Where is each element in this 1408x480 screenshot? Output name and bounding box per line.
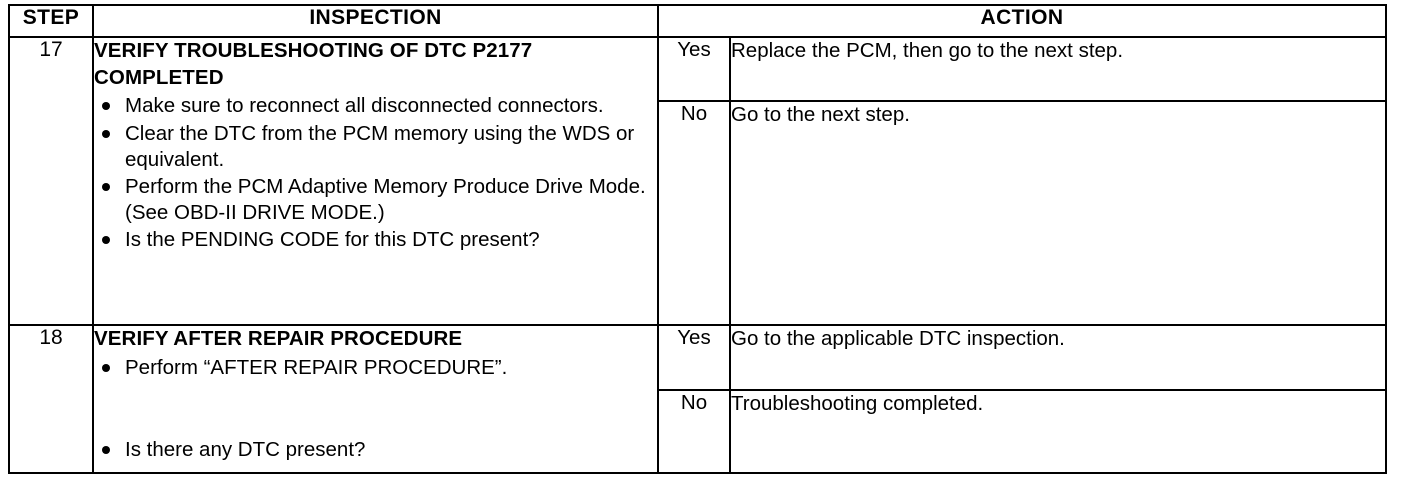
bullet-icon xyxy=(102,445,110,454)
result-label-18-yes: Yes xyxy=(657,324,731,391)
list-item-text: Is there any DTC present? xyxy=(125,437,366,461)
inspection-title-18: VERIFY AFTER REPAIR PROCEDURE xyxy=(94,327,463,350)
table-row: No Troubleshooting completed. xyxy=(9,389,1387,474)
list-item-text: Clear the DTC from the PCM memory using … xyxy=(125,121,635,171)
action-text-18-no: Troubleshooting completed. xyxy=(729,389,1387,474)
table-row: 17 VERIFY TROUBLESHOOTING OF DTC P2177 C… xyxy=(8,36,1387,326)
result-label-18-no: No xyxy=(657,389,731,474)
inspection-title-17: VERIFY TROUBLESHOOTING OF DTC P2177 COMP… xyxy=(94,39,533,89)
bullet-icon xyxy=(102,129,110,138)
table-header-row: STEP INSPECTION ACTION xyxy=(8,4,1387,38)
inspection-bullet-list-17: Make sure to reconnect all disconnected … xyxy=(94,93,657,253)
bullet-icon xyxy=(102,363,110,372)
troubleshooting-table: STEP INSPECTION ACTION 17 VERIFY TROUBLE… xyxy=(8,4,1387,474)
inspection-note-17: (See OBD-II DRIVE MODE.) xyxy=(125,201,385,225)
inspection-cell-18: VERIFY AFTER REPAIR PROCEDURE Perform “A… xyxy=(92,324,659,474)
list-item: Is the PENDING CODE for this DTC present… xyxy=(94,227,657,253)
result-label-17-yes: Yes xyxy=(657,36,731,102)
list-item-text: Perform the PCM Adaptive Memory Produce … xyxy=(125,174,646,198)
column-header-action: ACTION xyxy=(657,4,1387,38)
bullet-icon xyxy=(102,236,110,245)
step-number-17: 17 xyxy=(8,36,94,326)
list-item-text: Is the PENDING CODE for this DTC present… xyxy=(125,228,540,252)
list-item: Make sure to reconnect all disconnected … xyxy=(94,93,657,119)
action-text-18-yes: Go to the applicable DTC inspection. xyxy=(729,324,1387,391)
table-row: 18 VERIFY AFTER REPAIR PROCEDURE Perform… xyxy=(8,324,1387,474)
list-item: Is there any DTC present? xyxy=(94,437,657,463)
action-text-17-no: Go to the next step. xyxy=(729,100,1387,326)
list-item-text: Perform “AFTER REPAIR PROCEDURE”. xyxy=(125,355,508,379)
inspection-bullet-list-18: Perform “AFTER REPAIR PROCEDURE”. Is the… xyxy=(94,355,657,463)
column-header-step: STEP xyxy=(8,4,94,38)
bullet-icon xyxy=(102,182,110,191)
list-item: Perform the PCM Adaptive Memory Produce … xyxy=(94,174,657,226)
inspection-cell-17: VERIFY TROUBLESHOOTING OF DTC P2177 COMP… xyxy=(92,36,659,326)
bullet-icon xyxy=(102,102,110,111)
list-item: Clear the DTC from the PCM memory using … xyxy=(94,121,657,173)
list-item: Perform “AFTER REPAIR PROCEDURE”. xyxy=(94,355,657,381)
list-item-text: Make sure to reconnect all disconnected … xyxy=(125,94,604,118)
step-number-18: 18 xyxy=(8,324,94,474)
action-text-17-yes: Replace the PCM, then go to the next ste… xyxy=(729,36,1387,102)
result-label-17-no: No xyxy=(657,100,731,326)
column-header-inspection: INSPECTION xyxy=(92,4,659,38)
table-row: No Go to the next step. xyxy=(9,100,1387,326)
